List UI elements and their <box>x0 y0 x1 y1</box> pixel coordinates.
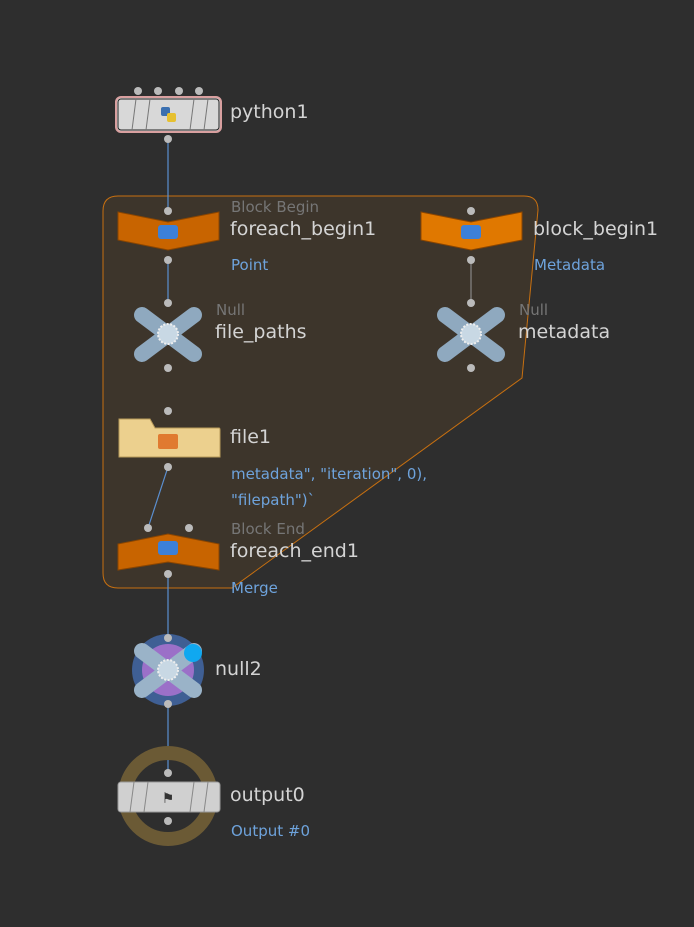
foreach-end1-type: Block End <box>231 520 305 538</box>
block-icon <box>158 225 178 239</box>
foreach-begin1-comment: Point <box>231 256 269 274</box>
file1-comment-line2: "filepath")` <box>231 491 316 509</box>
file-paths-node[interactable] <box>134 299 202 372</box>
gear-icon <box>460 323 482 345</box>
folder-icon <box>158 434 178 449</box>
output0-label: output0 <box>230 784 305 806</box>
network-box[interactable] <box>102 195 539 589</box>
gear-icon <box>157 659 179 681</box>
foreach-end1-node[interactable] <box>117 524 220 578</box>
null2-node[interactable] <box>132 634 204 708</box>
file1-label: file1 <box>230 426 272 448</box>
null2-label: null2 <box>215 658 262 680</box>
file1-comment-line1: metadata", "iteration", 0), <box>231 465 428 483</box>
block-icon <box>158 541 178 555</box>
foreach-begin1-label: foreach_begin1 <box>230 218 377 240</box>
file-paths-type: Null <box>216 301 246 319</box>
file1-node[interactable] <box>118 407 221 471</box>
block-begin1-node[interactable] <box>420 207 523 264</box>
metadata-node[interactable] <box>437 299 505 372</box>
metadata-label: metadata <box>518 321 611 343</box>
output0-comment: Output #0 <box>231 822 310 840</box>
file-paths-label: file_paths <box>215 321 307 343</box>
metadata-type: Null <box>519 301 549 319</box>
foreach-end1-label: foreach_end1 <box>230 540 359 562</box>
foreach-begin1-node[interactable] <box>117 207 220 264</box>
output0-node[interactable]: ⚑ <box>117 769 221 825</box>
block-begin1-label: block_begin1 <box>533 218 659 240</box>
block-begin1-comment: Metadata <box>534 256 606 274</box>
block-icon <box>461 225 481 239</box>
checkered-flag-icon: ⚑ <box>162 791 175 807</box>
foreach-end1-comment: Merge <box>231 579 278 597</box>
python1-node[interactable] <box>115 87 222 143</box>
wires <box>147 137 169 772</box>
foreach-begin1-type: Block Begin <box>231 198 320 216</box>
python1-label: python1 <box>230 101 309 123</box>
gear-icon <box>157 323 179 345</box>
